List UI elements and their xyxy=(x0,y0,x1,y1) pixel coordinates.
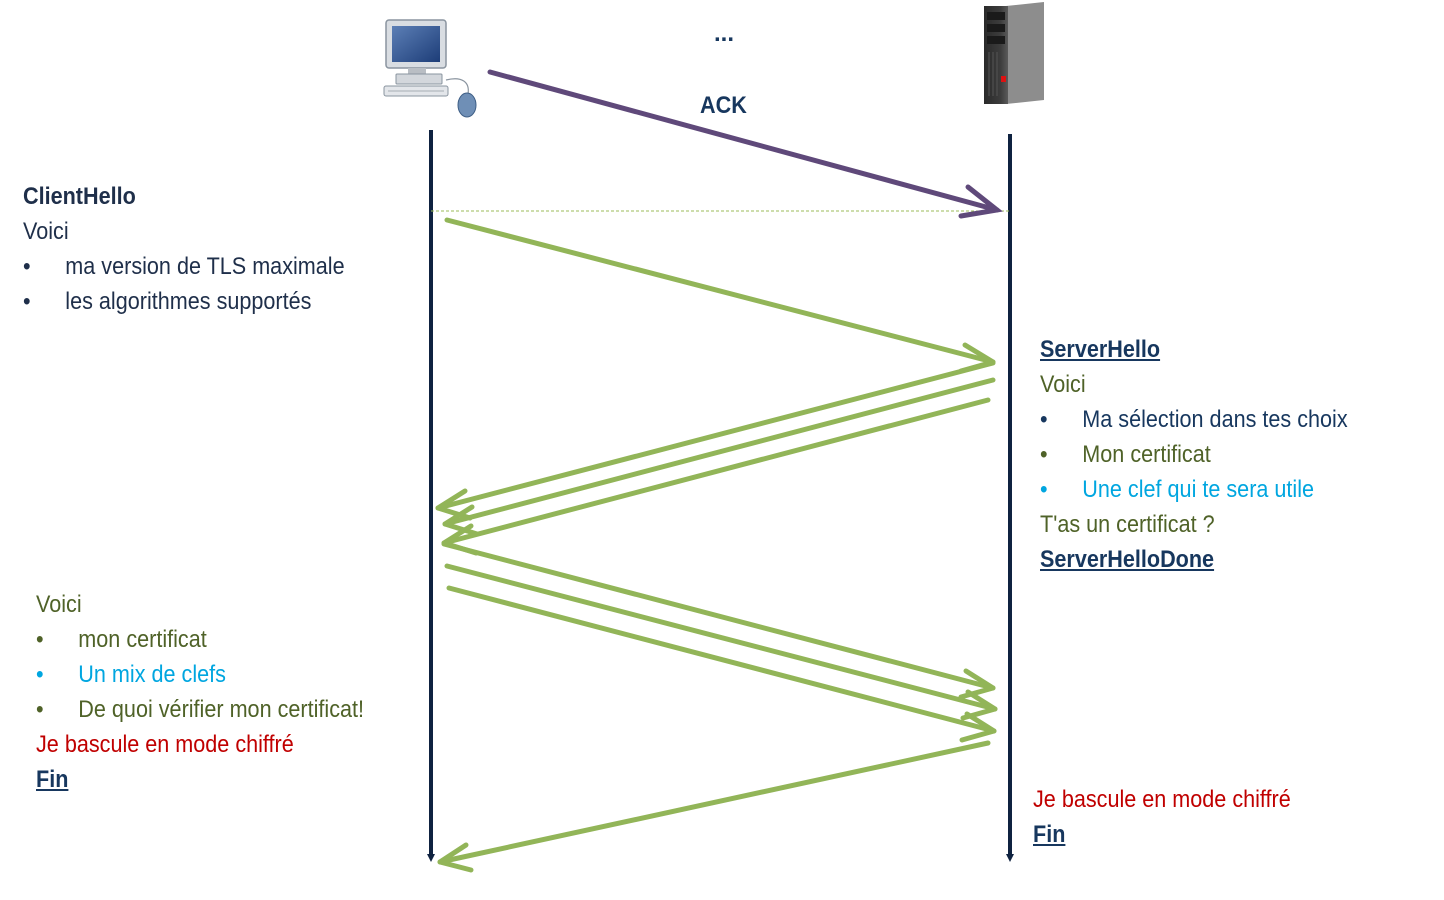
client-hello-block: ClientHello Voici •ma version de TLS max… xyxy=(23,179,345,319)
server-hello-done: ServerHelloDone xyxy=(1040,546,1215,573)
arrow-client-certificate xyxy=(444,563,998,721)
client-hello-intro: Voici xyxy=(23,218,69,245)
arrow-server-hello-done xyxy=(441,541,996,700)
client-hello-title: ClientHello xyxy=(23,183,136,210)
arrow-client-key-mix xyxy=(446,585,997,743)
arrow-server-hello xyxy=(435,360,996,521)
server-fin: Fin xyxy=(1033,821,1066,848)
server-hello-intro: Voici xyxy=(1040,371,1086,398)
arrow-client-hello xyxy=(444,217,996,374)
arrow-server-key xyxy=(441,397,991,556)
server-hello-block: ServerHello Voici •Ma sélection dans tes… xyxy=(1040,332,1348,577)
top-ellipsis: ... xyxy=(714,20,735,47)
list-item: •Un mix de clefs xyxy=(36,661,226,688)
arrow-server-certificate xyxy=(442,377,996,537)
ack-label: ACK xyxy=(700,92,747,119)
ack-arrow xyxy=(487,69,1003,219)
server-certificate-question: T'as un certificat ? xyxy=(1040,511,1215,538)
list-item: •mon certificat xyxy=(36,626,207,653)
tower-server-icon xyxy=(984,2,1044,104)
list-item: •Ma sélection dans tes choix xyxy=(1040,406,1348,433)
client-fin: Fin xyxy=(36,766,69,793)
message-arrows xyxy=(435,217,998,873)
server-switch-encrypted: Je bascule en mode chiffré xyxy=(1033,786,1291,813)
list-item: •ma version de TLS maximale xyxy=(23,253,345,280)
server-finish-block: Je bascule en mode chiffré Fin xyxy=(1033,782,1291,852)
list-item: •les algorithmes supportés xyxy=(23,288,312,315)
list-item: •Une clef qui te sera utile xyxy=(1040,476,1315,503)
client-switch-encrypted: Je bascule en mode chiffré xyxy=(36,731,294,758)
server-hello-title: ServerHello xyxy=(1040,336,1161,363)
list-item: •Mon certificat xyxy=(1040,441,1211,468)
desktop-computer-icon xyxy=(383,19,477,118)
arrow-server-finish xyxy=(437,740,991,873)
list-item: •De quoi vérifier mon certificat! xyxy=(36,696,365,723)
client-response-intro: Voici xyxy=(36,591,82,618)
client-response-block: Voici •mon certificat •Un mix de clefs •… xyxy=(36,587,364,797)
